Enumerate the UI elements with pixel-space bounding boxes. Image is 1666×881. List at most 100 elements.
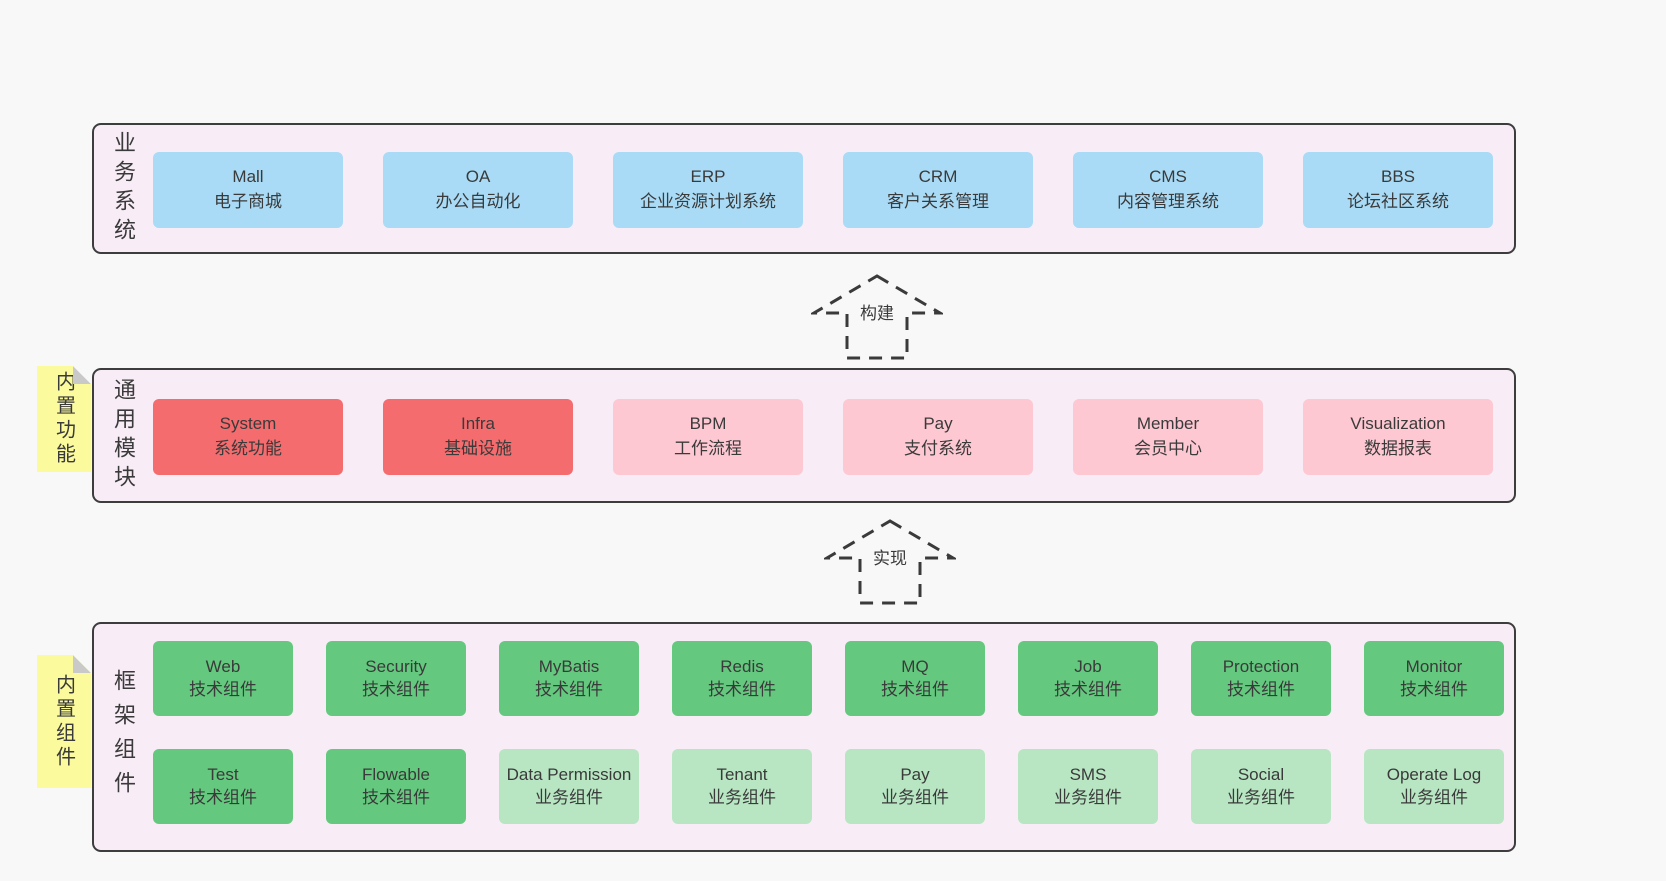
box-title-en: Data Permission	[506, 765, 632, 785]
band-modules-label: 通用模块	[94, 370, 152, 501]
box-title-en: Pay	[923, 414, 953, 434]
box-title-en: Member	[1136, 414, 1200, 434]
box-title-zh: 企业资源计划系统	[640, 192, 776, 211]
box-title-zh: 内容管理系统	[1117, 192, 1219, 211]
box-title-en: Tenant	[716, 765, 768, 785]
box-title-zh: 技术组件	[189, 787, 257, 807]
box-title-zh: 客户关系管理	[887, 192, 989, 211]
box-title-en: Security	[365, 657, 427, 677]
box-title-en: Job	[1074, 657, 1102, 677]
box-title-zh: 业务组件	[1400, 787, 1468, 807]
business-systems-row: Mall 电子商城 OA 办公自动化 ERP 企业资源计划系统 CRM 客户关系…	[153, 152, 1493, 228]
sticky-note-builtin-components: 内置组件	[37, 655, 91, 788]
box-title-zh: 技术组件	[362, 679, 430, 699]
box-title-zh: 技术组件	[1400, 679, 1468, 699]
sticky-note-builtin-features: 内置功能	[37, 366, 91, 472]
module-box: Member 会员中心	[1073, 399, 1263, 475]
box-title-en: Test	[207, 765, 239, 785]
box-title-en: Operate Log	[1386, 765, 1482, 785]
business-system-box: CRM 客户关系管理	[843, 152, 1033, 228]
sticky-note-text: 内置功能	[52, 371, 75, 467]
module-box: Pay 支付系统	[843, 399, 1033, 475]
component-box: Data Permission 业务组件	[499, 749, 639, 824]
implement-arrow-icon: 实现	[824, 518, 956, 606]
band-components-label: 框架组件	[94, 624, 152, 850]
box-title-zh: 支付系统	[904, 439, 972, 458]
business-system-box: CMS 内容管理系统	[1073, 152, 1263, 228]
common-modules-row: System 系统功能 Infra 基础设施 BPM 工作流程 Pay 支付系统…	[153, 399, 1493, 475]
box-title-zh: 办公自动化	[435, 192, 521, 211]
module-box: BPM 工作流程	[613, 399, 803, 475]
box-title-en: System	[219, 414, 277, 434]
framework-components-row-1: Web 技术组件 Security 技术组件 MyBatis 技术组件 Redi…	[153, 641, 1504, 716]
band-business-label: 业务系统	[94, 125, 152, 252]
box-title-en: Protection	[1222, 657, 1300, 677]
box-title-en: BBS	[1380, 167, 1416, 187]
box-title-zh: 技术组件	[1227, 679, 1295, 699]
box-title-en: OA	[465, 167, 491, 187]
box-title-en: Redis	[720, 657, 764, 677]
box-title-zh: 会员中心	[1134, 439, 1202, 458]
box-title-en: ERP	[690, 167, 726, 187]
box-title-zh: 技术组件	[881, 679, 949, 699]
box-title-zh: 基础设施	[444, 439, 512, 458]
component-box: Job 技术组件	[1018, 641, 1158, 716]
box-title-zh: 技术组件	[1054, 679, 1122, 699]
component-box: Test 技术组件	[153, 749, 293, 824]
band-common-modules: 通用模块 System 系统功能 Infra 基础设施 BPM 工作流程 Pay…	[92, 368, 1516, 503]
box-title-en: SMS	[1069, 765, 1107, 785]
module-box: Infra 基础设施	[383, 399, 573, 475]
box-title-en: BPM	[689, 414, 727, 434]
module-box: Visualization 数据报表	[1303, 399, 1493, 475]
build-arrow-icon: 构建	[811, 273, 943, 361]
band-label-text: 通用模块	[111, 377, 136, 494]
component-box: MQ 技术组件	[845, 641, 985, 716]
box-title-zh: 技术组件	[362, 787, 430, 807]
band-framework-components: 框架组件 Web 技术组件 Security 技术组件 MyBatis 技术组件…	[92, 622, 1516, 852]
box-title-zh: 工作流程	[674, 439, 742, 458]
box-title-en: MQ	[901, 657, 929, 677]
component-box: Social 业务组件	[1191, 749, 1331, 824]
implement-arrow-label: 实现	[873, 549, 907, 568]
component-box: Redis 技术组件	[672, 641, 812, 716]
business-system-box: OA 办公自动化	[383, 152, 573, 228]
component-box: SMS 业务组件	[1018, 749, 1158, 824]
box-title-zh: 业务组件	[881, 787, 949, 807]
component-box: Flowable 技术组件	[326, 749, 466, 824]
sticky-fold-corner-icon	[73, 655, 91, 673]
box-title-zh: 电子商城	[214, 192, 282, 211]
component-box: Tenant 业务组件	[672, 749, 812, 824]
sticky-note-text: 内置组件	[52, 673, 75, 770]
box-title-zh: 技术组件	[189, 679, 257, 699]
component-box: Web 技术组件	[153, 641, 293, 716]
box-title-zh: 业务组件	[1227, 787, 1295, 807]
box-title-en: Pay	[900, 765, 930, 785]
box-title-zh: 业务组件	[708, 787, 776, 807]
business-system-box: ERP 企业资源计划系统	[613, 152, 803, 228]
component-box: Operate Log 业务组件	[1364, 749, 1504, 824]
box-title-zh: 业务组件	[535, 787, 603, 807]
box-title-zh: 技术组件	[708, 679, 776, 699]
component-box: Monitor 技术组件	[1364, 641, 1504, 716]
box-title-en: Infra	[460, 414, 496, 434]
box-title-en: Visualization	[1350, 414, 1446, 434]
band-label-text: 框架组件	[111, 669, 136, 805]
component-box: Protection 技术组件	[1191, 641, 1331, 716]
module-box: System 系统功能	[153, 399, 343, 475]
business-system-box: Mall 电子商城	[153, 152, 343, 228]
component-box: Pay 业务组件	[845, 749, 985, 824]
band-label-text: 业务系统	[111, 130, 136, 247]
box-title-en: Mall	[232, 167, 264, 187]
box-title-en: CRM	[918, 167, 958, 187]
business-system-box: BBS 论坛社区系统	[1303, 152, 1493, 228]
box-title-en: Social	[1237, 765, 1285, 785]
box-title-en: Monitor	[1405, 657, 1463, 677]
box-title-en: CMS	[1149, 167, 1187, 187]
band-business-systems: 业务系统 Mall 电子商城 OA 办公自动化 ERP 企业资源计划系统 CRM…	[92, 123, 1516, 254]
box-title-en: Flowable	[361, 765, 431, 785]
framework-components-row-2: Test 技术组件 Flowable 技术组件 Data Permission …	[153, 749, 1504, 824]
sticky-fold-corner-icon	[73, 366, 91, 384]
box-title-en: Web	[205, 657, 241, 677]
box-title-en: MyBatis	[538, 657, 600, 677]
box-title-zh: 数据报表	[1364, 439, 1432, 458]
